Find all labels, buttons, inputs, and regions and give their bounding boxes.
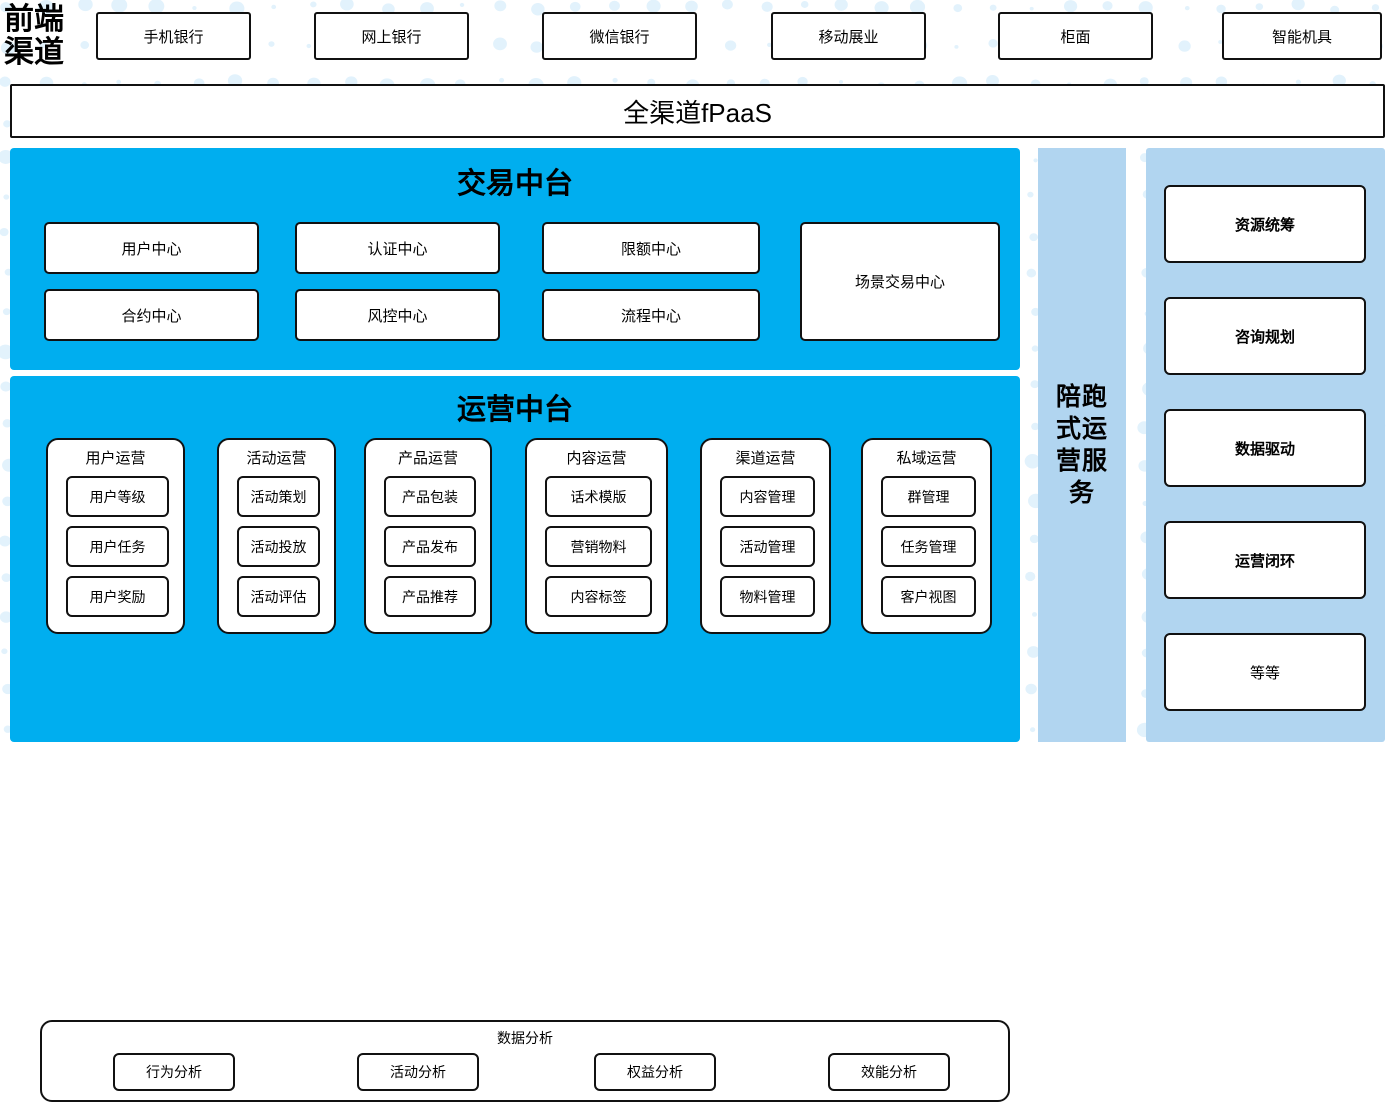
- trade-center-title: 交易中台: [456, 168, 573, 200]
- capability-card-4[interactable]: 运营闭环: [1164, 521, 1366, 599]
- trade-center-box-2[interactable]: 认证中心: [295, 222, 500, 274]
- capability-card-2[interactable]: 咨询规划: [1164, 297, 1366, 375]
- ops-item[interactable]: 产品推荐: [384, 576, 476, 617]
- trade-center-box-1[interactable]: 用户中心: [44, 222, 259, 274]
- capability-column: 资源统筹咨询规划数据驱动运营闭环等等: [1146, 148, 1385, 742]
- trade-center-box-6[interactable]: 流程中心: [542, 289, 760, 341]
- ops-item[interactable]: 活动投放: [237, 526, 320, 567]
- ops-item[interactable]: 物料管理: [720, 576, 815, 617]
- channel-box-2[interactable]: 网上银行: [314, 12, 469, 60]
- data-analysis-title: 数据分析: [497, 1030, 553, 1046]
- operation-center-title: 运营中台: [456, 394, 573, 426]
- trade-center-box-7[interactable]: 场景交易中心: [800, 222, 1000, 341]
- analysis-item[interactable]: 权益分析: [594, 1053, 716, 1091]
- architecture-diagram: 前端 渠道 手机银行 网上银行 微信银行 移动展业 柜面 智能机具 全渠道fPaaS 交易…: [4, 3, 1385, 1102]
- ops-column-5: 渠道运营内容管理活动管理物料管理: [700, 438, 831, 634]
- ops-item[interactable]: 营销物料: [545, 526, 652, 567]
- accompanying-operation-service-column: 陪跑 式运 营服 务: [1038, 148, 1126, 742]
- ops-column-title: 渠道运营: [735, 450, 796, 467]
- ops-item[interactable]: 用户等级: [66, 476, 169, 517]
- capability-card-5[interactable]: 等等: [1164, 633, 1366, 711]
- data-analysis-box: 数据分析 行为分析 活动分析 权益分析 效能分析: [40, 1020, 1010, 1102]
- fpaas-bar[interactable]: 全渠道fPaaS: [10, 84, 1385, 138]
- trade-center-panel: 交易中台 用户中心认证中心限额中心合约中心风控中心流程中心场景交易中心: [10, 148, 1020, 370]
- ops-column-title: 私域运营: [896, 450, 957, 467]
- analysis-item[interactable]: 效能分析: [828, 1053, 950, 1091]
- ops-item[interactable]: 话术模版: [545, 476, 652, 517]
- trade-center-box-4[interactable]: 合约中心: [44, 289, 259, 341]
- ops-column-title: 内容运营: [566, 450, 627, 467]
- ops-column-2: 活动运营活动策划活动投放活动评估: [217, 438, 336, 634]
- ops-item[interactable]: 产品包装: [384, 476, 476, 517]
- ops-item[interactable]: 活动管理: [720, 526, 815, 567]
- analysis-item[interactable]: 行为分析: [113, 1053, 235, 1091]
- ops-column-title: 用户运营: [85, 450, 146, 467]
- ops-column-title: 活动运营: [246, 450, 307, 467]
- analysis-item[interactable]: 活动分析: [357, 1053, 479, 1091]
- ops-item[interactable]: 内容标签: [545, 576, 652, 617]
- channel-box-4[interactable]: 移动展业: [771, 12, 926, 60]
- trade-center-box-3[interactable]: 限额中心: [542, 222, 760, 274]
- ops-item[interactable]: 任务管理: [881, 526, 976, 567]
- ops-column-title: 产品运营: [397, 450, 458, 467]
- capability-card-3[interactable]: 数据驱动: [1164, 409, 1366, 487]
- ops-column-4: 内容运营话术模版营销物料内容标签: [525, 438, 668, 634]
- ops-item[interactable]: 活动评估: [237, 576, 320, 617]
- ops-column-3: 产品运营产品包装产品发布产品推荐: [364, 438, 492, 634]
- ops-column-6: 私域运营群管理任务管理客户视图: [861, 438, 992, 634]
- capability-card-1[interactable]: 资源统筹: [1164, 185, 1366, 263]
- ops-item[interactable]: 产品发布: [384, 526, 476, 567]
- operation-center-panel: 运营中台 用户运营用户等级用户任务用户奖励活动运营活动策划活动投放活动评估产品运…: [10, 376, 1020, 1102]
- ops-item[interactable]: 用户任务: [66, 526, 169, 567]
- ops-item[interactable]: 内容管理: [720, 476, 815, 517]
- ops-item[interactable]: 用户奖励: [66, 576, 169, 617]
- accompanying-operation-service-label: 陪跑 式运 营服 务: [1055, 383, 1108, 507]
- channel-box-5[interactable]: 柜面: [998, 12, 1153, 60]
- ops-item[interactable]: 群管理: [881, 476, 976, 517]
- ops-item[interactable]: 活动策划: [237, 476, 320, 517]
- ops-column-1: 用户运营用户等级用户任务用户奖励: [46, 438, 185, 634]
- front-channel-label: 前端 渠道: [4, 3, 64, 69]
- channel-box-6[interactable]: 智能机具: [1222, 12, 1382, 60]
- ops-item[interactable]: 客户视图: [881, 576, 976, 617]
- channel-box-1[interactable]: 手机银行: [96, 12, 251, 60]
- trade-center-box-5[interactable]: 风控中心: [295, 289, 500, 341]
- channel-box-3[interactable]: 微信银行: [542, 12, 697, 60]
